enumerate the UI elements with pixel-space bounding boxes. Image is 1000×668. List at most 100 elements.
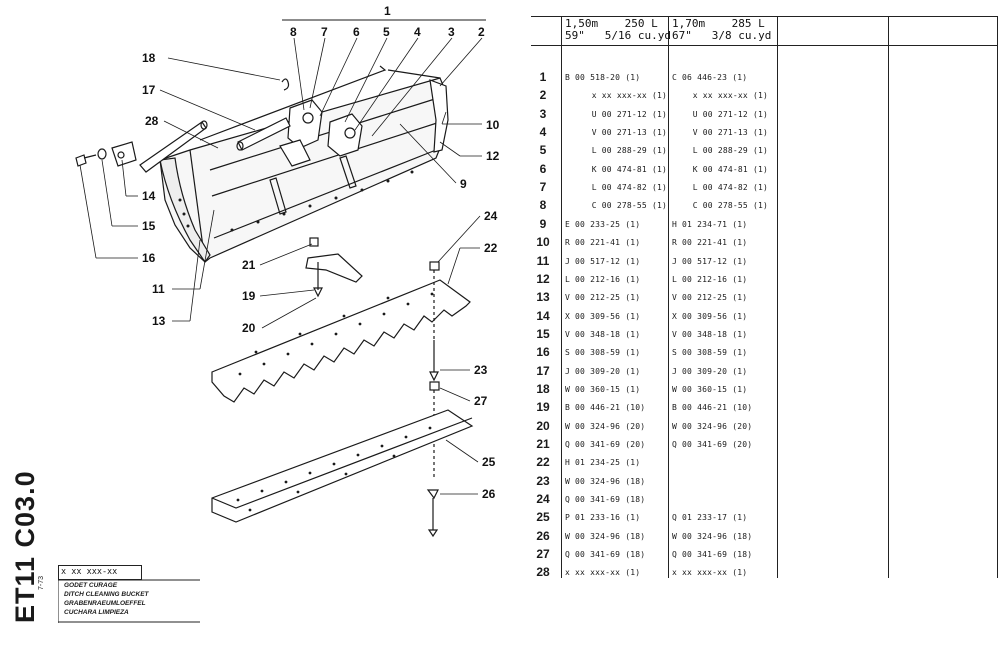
nut-24 <box>429 261 440 271</box>
title-es: CUCHARA LIMPIEZA <box>64 609 129 616</box>
bucket-body <box>159 65 449 264</box>
part-ref-170m: W 00 324-96 (18) <box>672 531 753 541</box>
part-ref-150m: V 00 348-18 (1) <box>565 329 641 339</box>
item-number: 22 <box>536 455 550 470</box>
pin-28 <box>139 120 208 173</box>
callout-19: 19 <box>242 289 256 303</box>
callout-8: 8 <box>290 25 297 39</box>
item-number: 21 <box>536 437 550 451</box>
part-ref-170m: Q 00 341-69 (20) <box>672 440 753 449</box>
callout-15: 15 <box>142 219 156 233</box>
retaining-plate-14 <box>111 141 137 167</box>
part-ref-170m: Q 00 341-69 (18) <box>672 550 753 560</box>
pin-17 <box>236 117 291 151</box>
part-ref-170m: x xx xxx-xx (1) <box>672 568 748 578</box>
part-ref-170m: H 01 234-71 (1) <box>672 219 748 229</box>
part-ref-150m: W 00 324-96 (18) <box>565 531 646 541</box>
part-ref-170m: W 00 324-96 (20) <box>672 421 753 431</box>
item-number: 5 <box>539 143 547 158</box>
part-ref-150m: V 00 212-25 (1) <box>565 293 641 303</box>
part-ref-170m: B 00 446-21 (10) <box>672 403 753 413</box>
callout-6: 6 <box>353 25 360 39</box>
part-ref-170m: C 00 278-55 (1) <box>692 201 768 211</box>
part-ref-150m: B 00 446-21 (10) <box>565 403 646 413</box>
clip-18 <box>281 78 290 91</box>
toothed-blade-22 <box>211 279 471 403</box>
item-number: 19 <box>536 400 550 415</box>
callout-4: 4 <box>414 25 421 39</box>
item-number: 8 <box>539 198 547 213</box>
part-ref-170m: K 00 474-81 (1) <box>692 164 768 174</box>
item-number: 10 <box>536 235 550 250</box>
item-number: 9 <box>539 216 547 231</box>
nut-27 <box>429 381 440 391</box>
part-ref-170m: V 00 271-13 (1) <box>692 128 768 138</box>
part-ref-150m: x xx xxx-xx (1) <box>565 568 641 578</box>
bolt-26 <box>426 489 439 538</box>
item-number: 12 <box>536 271 550 286</box>
item-number: 15 <box>536 326 550 341</box>
item-number: 2 <box>539 88 547 103</box>
callout-21: 21 <box>242 258 256 272</box>
item-number: 26 <box>536 528 550 543</box>
item-number: 3 <box>539 106 547 121</box>
item-number: 7 <box>539 180 547 195</box>
part-ref-150m: W 00 360-15 (1) <box>565 384 641 394</box>
column-header-150m: 1,50m 250 L 59" 5/16 cu.yd <box>565 17 671 42</box>
title-en: DITCH CLEANING BUCKET <box>64 591 149 598</box>
item-number: 17 <box>536 363 550 378</box>
callout-9: 9 <box>460 177 467 191</box>
part-ref-170m: V 00 212-25 (1) <box>672 293 748 303</box>
callout-7: 7 <box>321 25 328 39</box>
part-ref-150m: C 00 278-55 (1) <box>591 201 667 211</box>
table-row: 8 C 00 278-55 (1) C 00 278-55 (1) <box>531 197 998 214</box>
assembly-callout: 1 <box>384 4 391 18</box>
part-ref-170m: Q 01 233-17 (1) <box>672 513 748 523</box>
part-ref-150m: J 00 309-20 (1) <box>565 366 641 376</box>
title-fr: GODET CURAGE <box>64 582 118 589</box>
part-ref-170m: x xx xxx-xx (1) <box>692 91 768 101</box>
item-number: 24 <box>536 492 550 507</box>
table-row: 20 W 00 324-96 (20) W 00 324-96 (20) <box>531 418 998 435</box>
bolt-23 <box>429 340 439 382</box>
callout-14: 14 <box>142 189 156 203</box>
part-ref-170m: S 00 308-59 (1) <box>672 348 748 358</box>
callout-22: 22 <box>484 241 498 255</box>
item-number: 27 <box>536 547 550 562</box>
item-number: 13 <box>536 290 550 305</box>
part-ref-170m: L 00 288-29 (1) <box>692 146 768 156</box>
item-number: 1 <box>539 70 547 84</box>
callout-2: 2 <box>478 25 485 39</box>
washer-15 <box>97 148 107 160</box>
part-ref-150m: Q 00 341-69 (18) <box>565 550 646 560</box>
callout-20: 20 <box>242 321 256 335</box>
part-ref-170m: L 00 474-82 (1) <box>692 183 768 193</box>
table-row: 19 B 00 446-21 (10) B 00 446-21 (10) <box>531 399 998 416</box>
part-ref-150m: B 00 518-20 (1) <box>565 73 641 82</box>
title-block: x xx xxx-xx GODET CURAGE DITCH CLEANING … <box>58 565 200 623</box>
parts-table: 1,50m 250 L 59" 5/16 cu.yd 1,70m 285 L 6… <box>531 16 998 579</box>
part-ref-150m: Q 00 341-69 (20) <box>565 440 646 449</box>
column-header-170m: 1,70m 285 L 67" 3/8 cu.yd <box>672 17 772 42</box>
part-ref-150m: V 00 271-13 (1) <box>591 128 667 138</box>
part-ref-150m: J 00 517-12 (1) <box>565 256 641 266</box>
document-code-text: ET11 C03.0 <box>10 470 40 623</box>
callout-24: 24 <box>484 209 498 223</box>
table-row: 26 W 00 324-96 (18) W 00 324-96 (18) <box>531 528 998 545</box>
callout-13: 13 <box>152 314 166 328</box>
tooth-21 <box>305 237 363 298</box>
callout-27: 27 <box>474 394 488 408</box>
part-ref-150m: W 00 324-96 (20) <box>565 421 646 431</box>
item-number: 20 <box>536 418 550 433</box>
callout-26: 26 <box>482 487 496 501</box>
